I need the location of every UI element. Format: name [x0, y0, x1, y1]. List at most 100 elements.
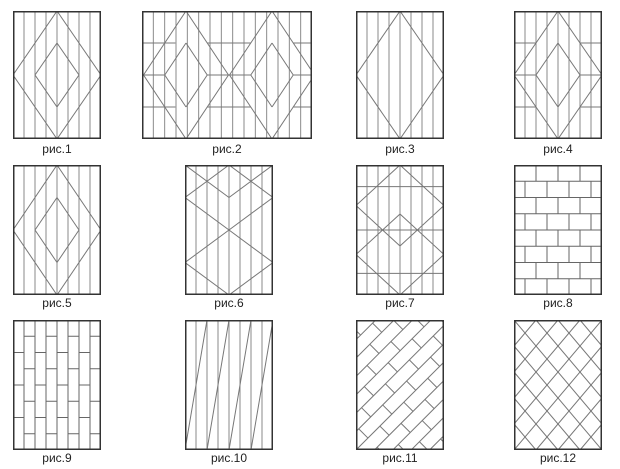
pattern-line	[228, 197, 273, 231]
pattern-line	[56, 42, 80, 76]
pattern-line	[424, 399, 435, 409]
pattern-border	[356, 11, 444, 139]
pattern-border	[185, 320, 273, 450]
pattern-line	[399, 254, 444, 295]
pattern-line	[13, 229, 58, 295]
pattern-line	[514, 320, 581, 399]
pattern-line	[514, 320, 602, 425]
figure-7: рис.7	[356, 165, 444, 310]
figure-11: рис.11	[356, 320, 444, 465]
pattern-drawing	[356, 165, 444, 295]
pattern-line	[34, 74, 58, 108]
pattern-line	[228, 165, 273, 198]
figure-caption: рис.4	[543, 142, 573, 156]
pattern-line	[403, 401, 414, 412]
pattern-line	[271, 11, 312, 72]
pattern-line	[34, 42, 58, 76]
pattern-line	[185, 262, 230, 295]
pattern-border	[514, 11, 602, 139]
pattern-line	[557, 42, 581, 76]
pattern-line	[393, 320, 404, 330]
pattern-drawing	[514, 11, 602, 139]
pattern-line	[164, 74, 187, 108]
pattern-line	[363, 386, 374, 397]
pattern-line	[228, 262, 273, 295]
pattern-line	[356, 165, 401, 206]
pattern-line	[399, 213, 444, 255]
figure-10: рис.10	[185, 320, 273, 465]
figure-caption: рис.12	[539, 451, 577, 465]
pattern-line	[185, 165, 230, 198]
pattern-line	[356, 324, 444, 414]
figure-caption: рис.8	[543, 296, 573, 310]
pattern-line	[13, 74, 58, 139]
pattern-line	[399, 74, 444, 139]
pattern-line	[382, 404, 393, 415]
pattern-line	[356, 11, 401, 76]
pattern-line	[557, 397, 602, 450]
pattern-line	[430, 356, 441, 367]
figure-4: рис.4	[514, 11, 602, 156]
pattern-line	[535, 42, 559, 76]
pattern-line	[374, 380, 444, 450]
pattern-line	[390, 341, 401, 352]
pattern-border	[13, 320, 101, 450]
pattern-border	[13, 165, 101, 295]
pattern-drawing	[13, 165, 101, 295]
pattern-line	[271, 74, 294, 108]
pattern-line	[535, 371, 602, 450]
pattern-line	[34, 229, 58, 263]
pattern-line	[56, 229, 80, 263]
figure-caption: рис.7	[385, 296, 415, 310]
pattern-line	[514, 320, 559, 373]
figure-6: рис.6	[185, 165, 273, 310]
pattern-line	[356, 343, 444, 432]
pattern-line	[429, 435, 444, 450]
pattern-drawing	[185, 320, 273, 450]
pattern-border	[514, 165, 602, 295]
pattern-line	[185, 197, 230, 231]
pattern-line	[399, 165, 444, 206]
pattern-line	[514, 345, 602, 450]
pattern-drawing	[514, 165, 602, 295]
pattern-line	[271, 78, 312, 139]
figure-12: рис.12	[514, 320, 602, 465]
pattern-line	[56, 74, 80, 108]
pattern-border	[13, 11, 101, 139]
pattern-line	[557, 74, 581, 108]
figure-9: рис.9	[13, 320, 101, 465]
pattern-border	[356, 165, 444, 295]
pattern-line	[408, 359, 419, 370]
pattern-line	[358, 428, 369, 439]
pattern-line	[56, 229, 101, 295]
pattern-line	[356, 74, 401, 139]
pattern-line	[399, 11, 444, 76]
pattern-line	[411, 338, 422, 349]
figure-caption: рис.1	[42, 142, 72, 156]
pattern-border	[185, 165, 273, 295]
figure-1: рис.1	[13, 11, 101, 156]
figure-8: рис.8	[514, 165, 602, 310]
pattern-line	[406, 380, 417, 391]
pattern-line	[427, 377, 438, 388]
pattern-line	[185, 42, 208, 76]
pattern-line	[185, 74, 208, 108]
pattern-drawing	[514, 320, 602, 450]
pattern-line	[356, 361, 444, 450]
pattern-line	[410, 416, 444, 450]
pattern-drawing	[185, 165, 273, 295]
pattern-line	[366, 365, 377, 375]
pattern-line	[421, 420, 432, 431]
pattern-line	[228, 229, 273, 263]
pattern-line	[379, 425, 390, 436]
pattern-drawing	[13, 11, 101, 139]
pattern-line	[432, 335, 443, 346]
pattern-border	[514, 320, 602, 450]
pattern-drawing	[13, 320, 101, 450]
figure-5: рис.5	[13, 165, 101, 310]
pattern-drawing	[356, 11, 444, 139]
pattern-line	[228, 320, 252, 450]
pattern-line	[514, 320, 537, 347]
pattern-line	[356, 213, 401, 255]
figure-caption: рис.9	[42, 451, 72, 465]
